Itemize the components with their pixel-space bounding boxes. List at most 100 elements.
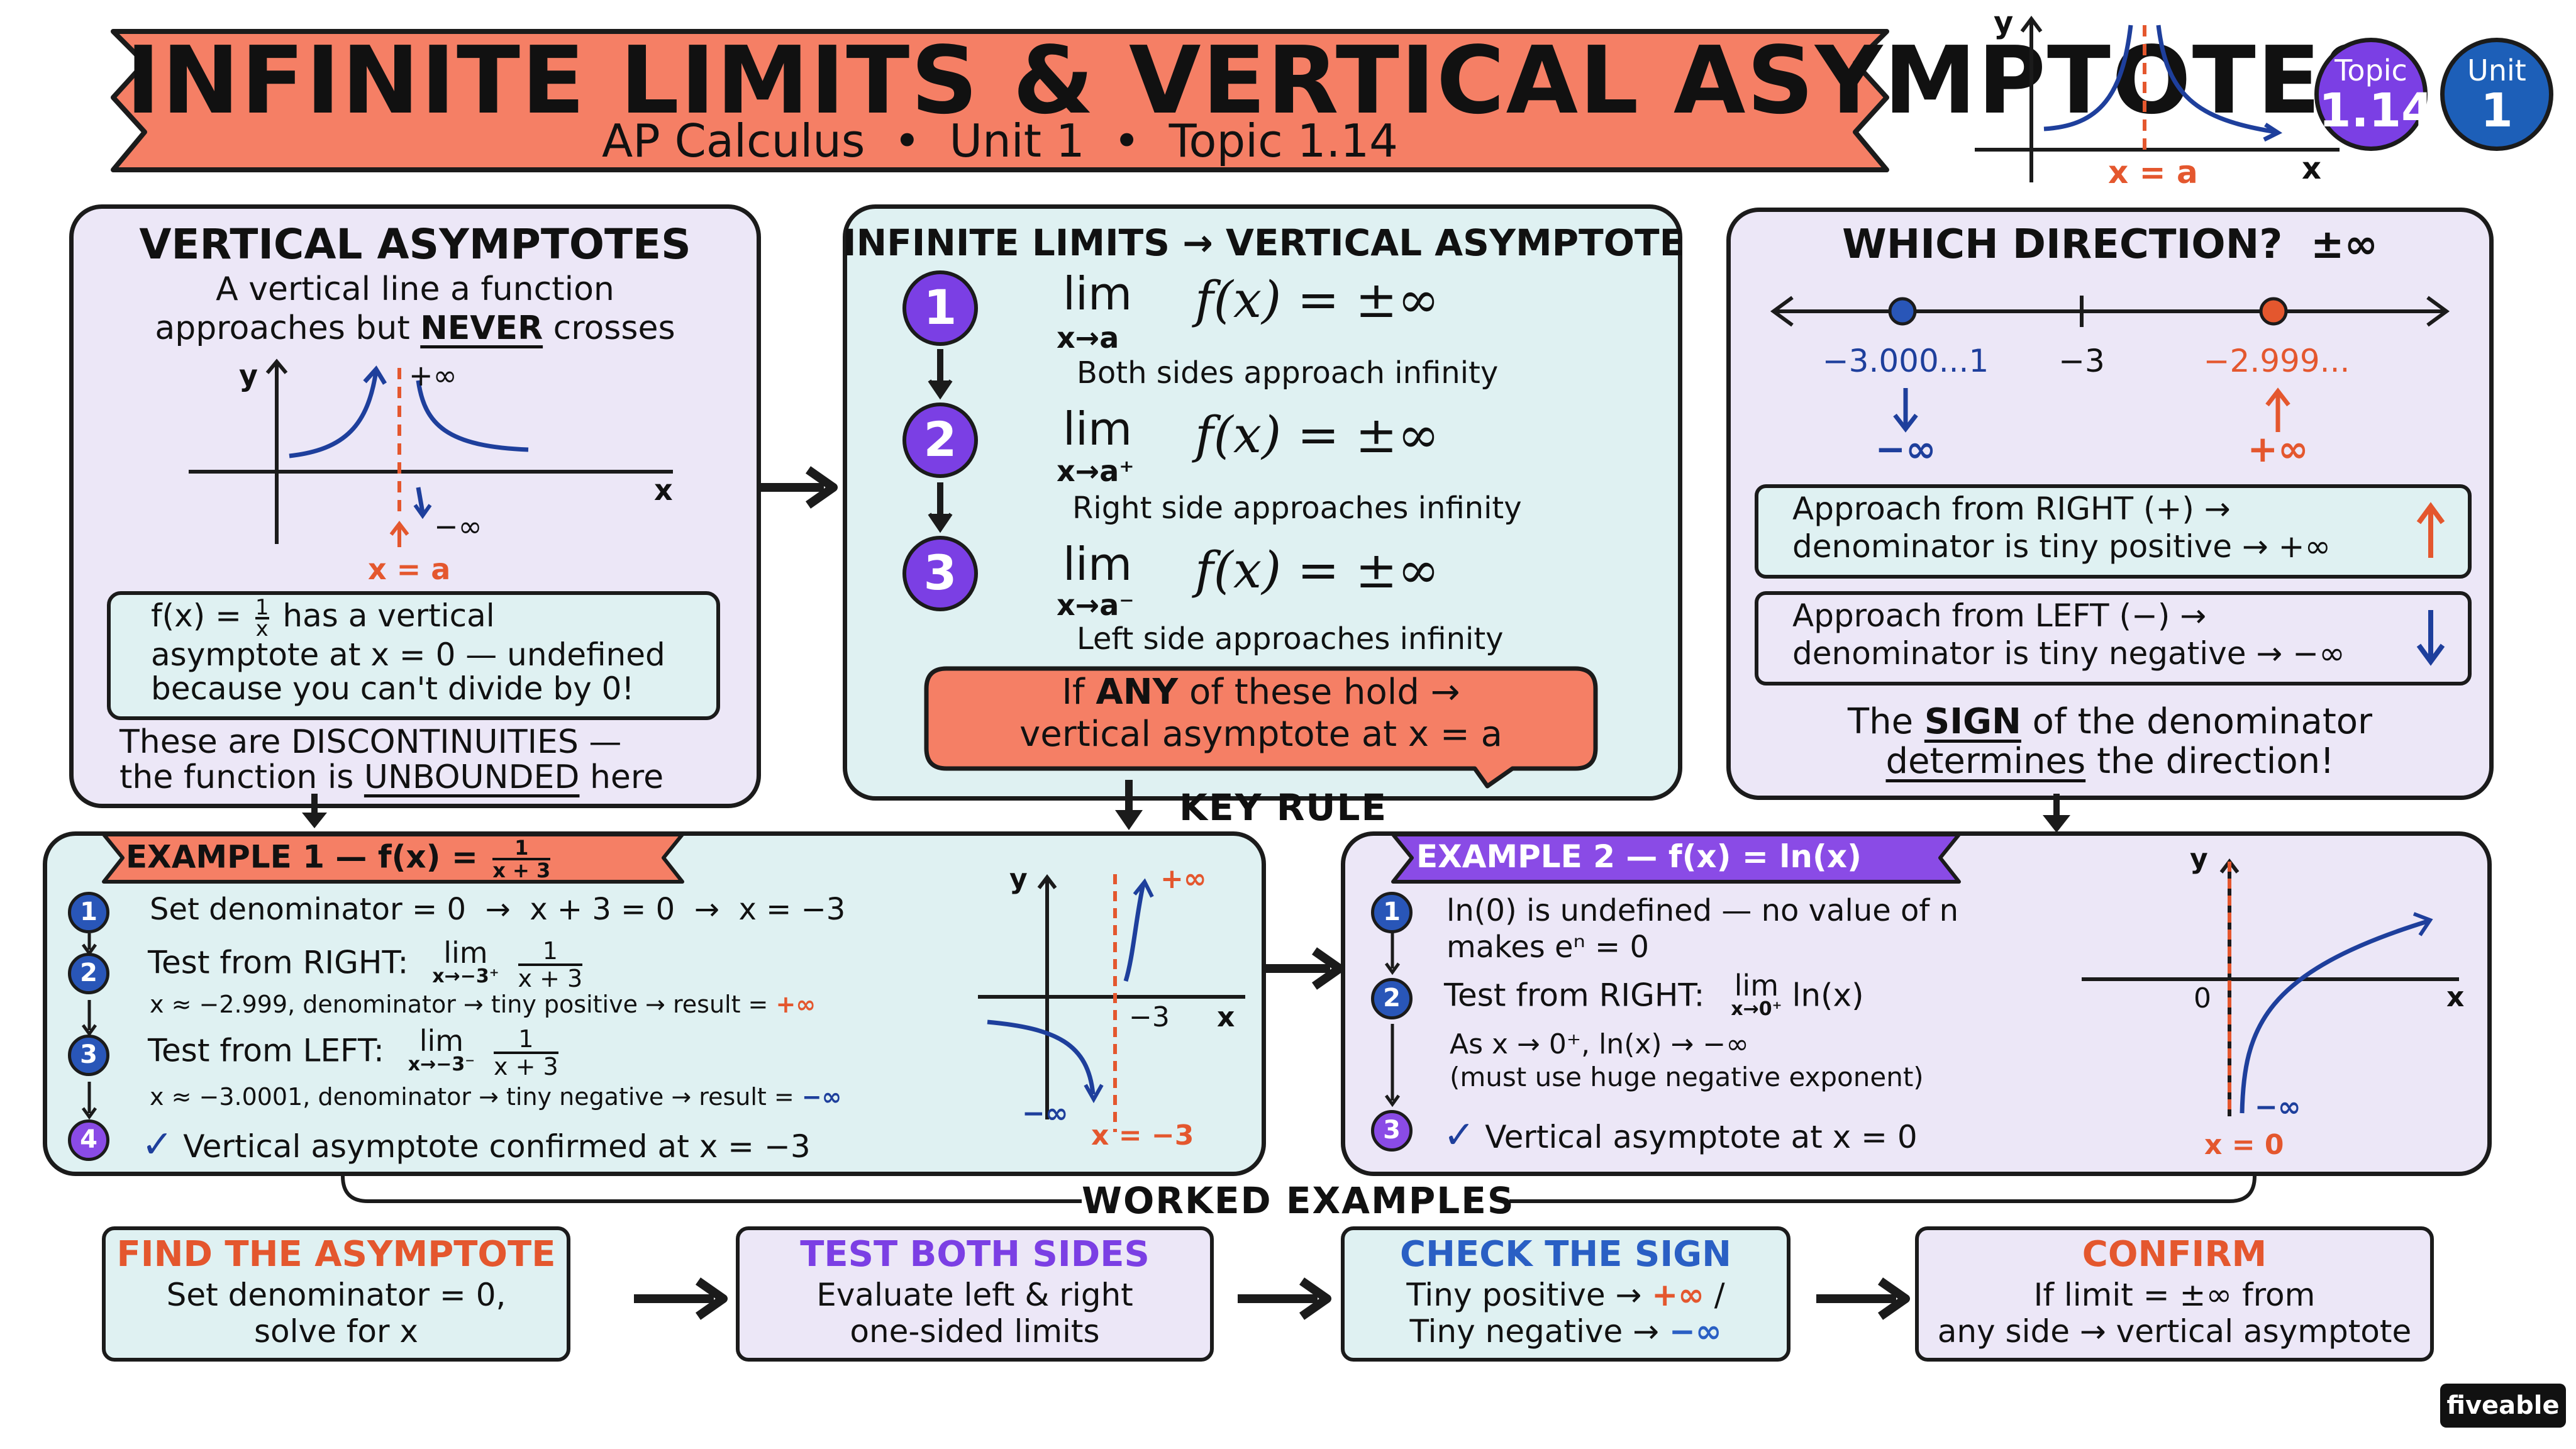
checkmark-icon: ✓ [142,1123,174,1167]
checkmark-icon: ✓ [1443,1113,1475,1157]
il-step2-desc: Right side approaches infinity [1072,491,1522,526]
process-check-line1: Tiny positive → +∞ / [1406,1277,1725,1313]
il-step1-sub: x→a [1057,321,1119,355]
va-graph-asymptote-label: x = a [368,552,451,586]
va-example-line3: because you can't divide by 0! [151,670,635,707]
number-line-mid-value: −3 [2058,343,2105,379]
example1-graph-minus-infinity: −∞ [1022,1097,1069,1130]
example1-graph-asymptote: x = −3 [1091,1119,1194,1152]
worked-examples-bracket [341,1175,2257,1203]
example2-step-arrows [1384,932,1401,1108]
process-test-title: TEST BOTH SIDES [800,1234,1150,1275]
va-graph-y-label: y [239,358,258,392]
example1-graph [978,874,1245,1132]
connector-down-right [2043,794,2070,833]
header-graph-x-label: x [2302,151,2321,186]
il-step3-lim: lim [1063,538,1133,591]
number-line-right-value: −2.999... [2203,343,2350,379]
il-step3-expr: f(x) = ±∞ [1195,541,1440,599]
il-callout-line2: vertical asymptote at x = a [1019,714,1502,755]
dir-footer-line2: determines the direction! [1885,741,2334,782]
example2-step2-note2: (must use huge negative exponent) [1450,1062,1924,1092]
va-graph [189,358,673,547]
brand-logo: fiveable [2440,1384,2566,1428]
il-step3-sub: x→a⁻ [1057,588,1135,622]
approach-left-line1: Approach from LEFT (−) → [1792,597,2207,634]
example1-step1: Set denominator = 0 → x + 3 = 0 → x = −3 [150,892,846,927]
il-step-arrow-1 [928,349,953,400]
approach-left-arrow-icon [2416,610,2445,666]
example1-step3-badge: 3 [68,1035,109,1076]
example2-step1-line2: makes eⁿ = 0 [1446,930,1649,965]
example2-step3-badge: 3 [1371,1110,1413,1152]
example2-step3: ✓Vertical asymptote at x = 0 [1443,1113,1918,1157]
il-step1-lim: lim [1063,267,1133,320]
topic-badge-number: 1.14 [2319,84,2434,138]
number-line-right-infinity: +∞ [2247,428,2309,470]
example2-step2-note1: As x → 0⁺, ln(x) → −∞ [1450,1028,1749,1060]
approach-right-line1: Approach from RIGHT (+) → [1792,491,2231,527]
dir-panel-title: WHICH DIRECTION? ±∞ [1842,221,2378,268]
va-graph-minus-infinity: −∞ [434,509,482,543]
example1-step-arrows [81,933,97,1120]
connector-down-center [1115,780,1143,830]
example2-step1-line1: ln(0) is undefined — no value of n [1446,893,1958,928]
approach-right-line2: denominator is tiny positive → +∞ [1792,528,2331,565]
example1-graph-tick: −3 [1129,1001,1170,1033]
va-example-box [107,591,720,720]
il-step1-badge: 1 [902,270,978,346]
process-step-confirm [1915,1226,2434,1362]
example2-step1-badge: 1 [1371,892,1413,933]
process-step-test [736,1226,1214,1362]
process-check-line2: Tiny negative → −∞ [1409,1313,1722,1350]
il-step2-expr: f(x) = ±∞ [1195,406,1440,464]
example2-graph-y-label: y [2190,843,2208,875]
approach-right-arrow-icon [2416,502,2445,558]
process-find-title: FIND THE ASYMPTOTE [116,1234,556,1275]
example1-step1-badge: 1 [68,892,109,933]
never-emphasis: NEVER [420,309,543,347]
process-find-line1: Set denominator = 0, [166,1277,506,1313]
example1-step2-note: x ≈ −2.999, denominator → tiny positive … [150,991,816,1018]
example1-tag [102,833,684,884]
header-asymptote-graph [1975,16,2340,182]
va-description-line2: approaches but NEVER crosses [155,309,675,347]
va-graph-x-label: x [654,473,673,507]
il-callout-line1: If ANY of these hold → [1062,672,1460,713]
arrow-up-icon [2265,387,2290,432]
process-test-line2: one-sided limits [850,1313,1100,1350]
example2-step2-badge: 2 [1371,978,1413,1019]
il-step3-desc: Left side approaches infinity [1077,621,1504,657]
va-footer-line2: the function is UNBOUNDED here [119,758,664,796]
example2-title: EXAMPLE 2 — f(x) = ln(x) [1416,838,1862,875]
arrow-down-icon [1893,388,1918,433]
il-panel-title: INFINITE LIMITS → VERTICAL ASYMPTOTE [843,221,1685,264]
example1-graph-plus-infinity: +∞ [1160,863,1207,895]
unit-badge: Unit 1 [2440,38,2553,151]
topic-badge-label: Topic [2334,53,2407,87]
process-confirm-line2: any side → vertical asymptote [1937,1313,2412,1350]
process-step-find [102,1226,570,1362]
example2-graph-zero: 0 [2194,982,2211,1014]
example1-graph-x-label: x [1217,1001,1235,1033]
header-graph-y-label: y [1994,5,2014,40]
process-find-line2: solve for x [253,1313,418,1350]
dir-footer-line1: The SIGN of the denominator [1847,701,2373,742]
example1-step3-note: x ≈ −3.0001, denominator → tiny negative… [150,1083,842,1111]
title-banner [111,29,1889,172]
example1-graph-y-label: y [1009,863,1028,895]
number-line-left-value: −3.000...1 [1822,343,1989,379]
worked-examples-label: WORKED EXAMPLES [1082,1179,1515,1222]
il-step-arrow-2 [928,482,953,533]
il-callout-bubble [924,666,1598,789]
il-step3-badge: 3 [902,536,978,611]
arrow-between-examples-icon [1266,947,1344,990]
arrow-right-icon [760,466,838,509]
approach-right-box [1755,484,2472,579]
il-step1-expr: f(x) = ±∞ [1195,270,1440,329]
